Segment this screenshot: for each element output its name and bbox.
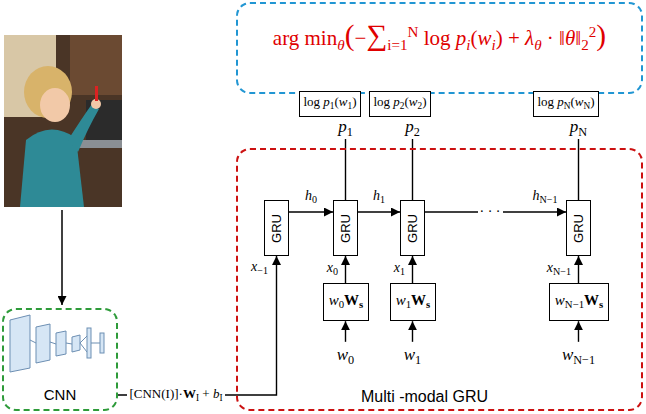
connector — [358, 211, 400, 212]
edge-label: [CNN(I)]·WI + bI — [127, 386, 224, 404]
gru-text: GRU — [571, 214, 586, 243]
input-arrow — [412, 321, 413, 342]
hidden-state-label: hN−1 — [530, 188, 559, 206]
input-label: x0 — [327, 260, 338, 275]
input-arrows — [346, 321, 579, 342]
input-label: x−1 — [251, 259, 268, 274]
input-arrow — [578, 321, 579, 342]
hidden-state-label: h1 — [371, 188, 387, 206]
input-label: x0 — [325, 260, 340, 278]
word-label: wN−1 — [562, 345, 595, 364]
log-prob-text: log p2(w2) — [373, 94, 426, 109]
embedding-text: w1Ws — [396, 292, 431, 308]
cnn-link — [80, 336, 87, 343]
photo-face — [40, 88, 70, 122]
gru-text: GRU — [338, 214, 353, 243]
connector — [118, 256, 277, 395]
hidden-state-label: h0 — [303, 188, 319, 206]
cnn-icon — [10, 315, 104, 372]
embedding-text: w0Ws — [329, 292, 364, 308]
word-label: w1 — [404, 345, 421, 364]
image-arrow — [61, 210, 63, 305]
hidden-state-label: h1 — [373, 188, 385, 203]
embedding-box: w0Ws — [323, 283, 370, 321]
cnn-layer — [36, 324, 50, 363]
gru-text: GRU — [405, 214, 420, 243]
word-label: wN−1 — [560, 345, 597, 367]
objective-region: arg minθ(−∑i=1N log pi(wi) + λθ · ‖θ‖22) — [236, 2, 643, 94]
connector — [345, 256, 346, 283]
prob-label: p1 — [336, 117, 355, 139]
prob-label: pN — [570, 117, 587, 136]
photo-background — [4, 35, 122, 207]
photo-pen — [95, 86, 98, 101]
cnn-link — [66, 343, 72, 344]
log-prob-box: log p1(w1) — [299, 91, 360, 117]
region-title: Multi -modal GRU — [361, 388, 488, 406]
log-prob-box: log p2(w2) — [369, 91, 430, 117]
input-label: x1 — [392, 260, 407, 278]
ellipsis: · · · — [480, 204, 501, 219]
cnn-layer — [72, 335, 80, 352]
cnn-link — [80, 343, 87, 352]
edge-label: [CNN(I)]·WI + bI — [129, 386, 222, 401]
connector — [412, 256, 413, 283]
input-label: xN−1 — [547, 260, 571, 275]
connector — [578, 256, 579, 283]
gru-text: GRU — [269, 214, 284, 243]
input-label: x−1 — [249, 259, 270, 277]
connector — [289, 211, 333, 212]
photo-arm — [68, 104, 99, 152]
cnn-layer — [10, 315, 30, 372]
embedding-text: wN−1Ws — [555, 292, 604, 308]
cnn-fc — [87, 328, 91, 358]
gru-cell: GRU — [264, 200, 289, 256]
word-label: w0 — [337, 345, 354, 364]
prob-label: pN — [568, 117, 589, 139]
cnn-title: CNN — [44, 386, 77, 403]
word-label: w1 — [402, 345, 423, 367]
gru-cell: GRU — [566, 200, 591, 256]
embedding-box: w1Ws — [390, 283, 437, 321]
cnn-link — [91, 343, 100, 344]
cnn-box: CNN — [2, 308, 118, 411]
prob-label: p2 — [403, 117, 422, 139]
gru-cell: GRU — [400, 200, 425, 256]
input-arrow — [345, 321, 346, 342]
input-label: xN−1 — [545, 260, 573, 278]
cnn-link — [30, 340, 36, 343]
prob-label: p1 — [338, 117, 353, 136]
cnn-layer — [56, 331, 66, 356]
photo — [4, 35, 122, 207]
input-label: x1 — [394, 260, 405, 275]
cnn-link — [50, 342, 56, 344]
prob-label: p2 — [405, 117, 420, 136]
hidden-state-label: h0 — [305, 188, 317, 203]
gru-region: Multi -modal GRU GRU GRU GRU GRU w0Ws w1Ws wN−1… — [236, 148, 643, 411]
cnn-fc — [100, 333, 104, 353]
gru-cell: GRU — [333, 200, 358, 256]
ellipsis: · · · — [478, 204, 503, 221]
log-prob-box: log pN(wN) — [533, 91, 598, 117]
objective-formula: arg minθ(−∑i=1N log pi(wi) + λθ · ‖θ‖22) — [273, 16, 606, 55]
log-prob-text: log p1(w1) — [303, 94, 356, 109]
embedding-box: wN−1Ws — [549, 283, 610, 321]
word-label: w0 — [335, 345, 356, 367]
log-prob-text: log pN(wN) — [537, 94, 594, 109]
hidden-state-label: hN−1 — [532, 188, 557, 203]
